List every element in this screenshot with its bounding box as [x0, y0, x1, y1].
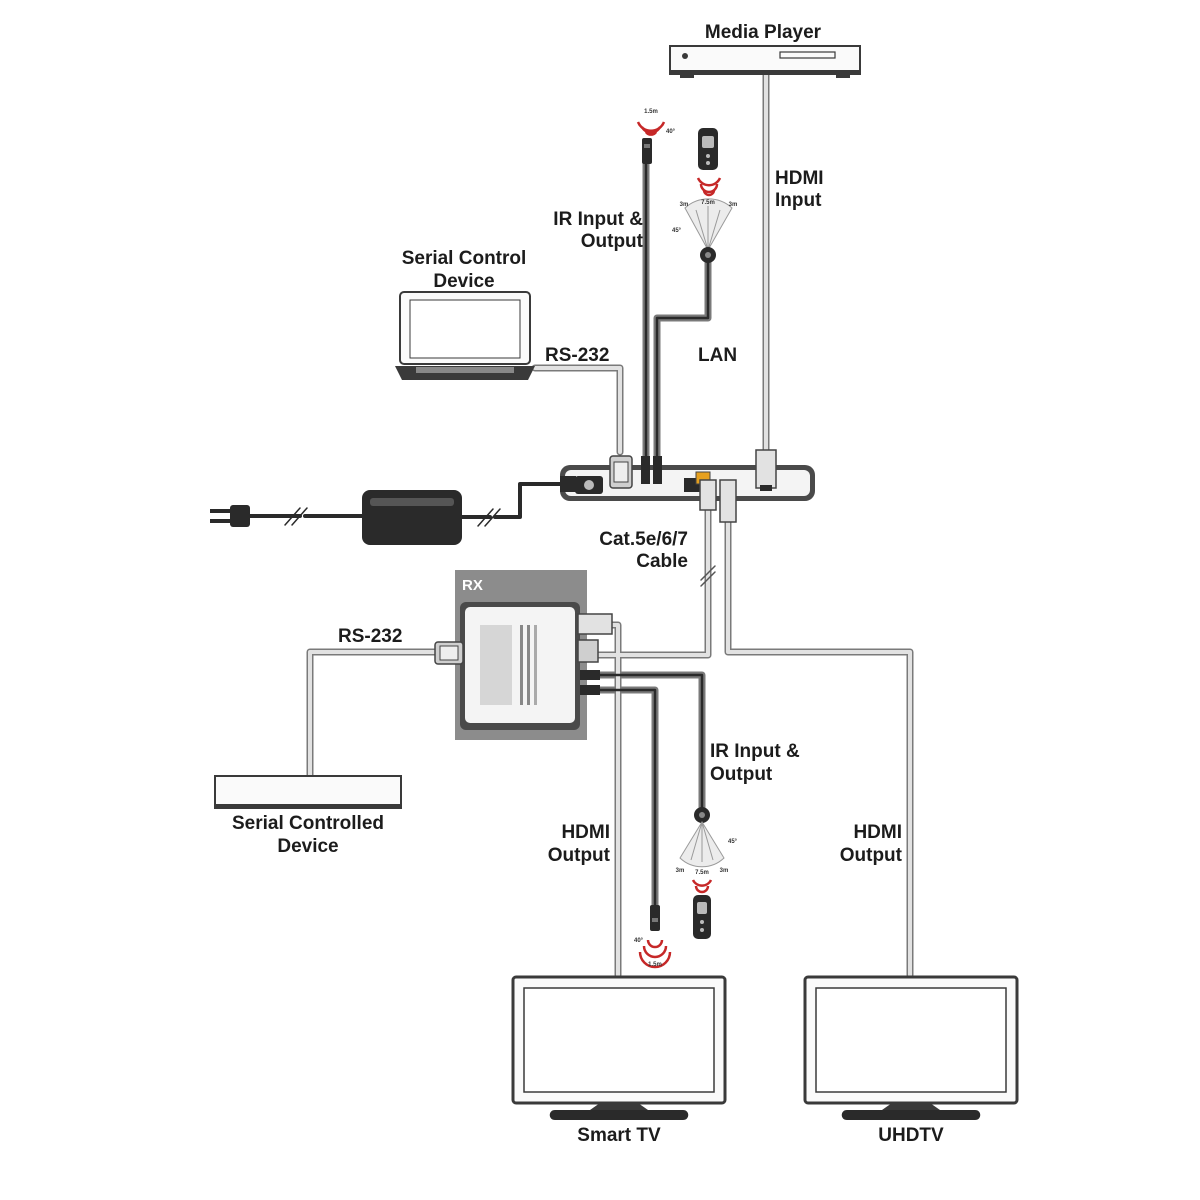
tx-rs232-port: [609, 455, 633, 489]
ir-receiver-tx-left-range: 3m: [680, 202, 689, 208]
media-player-label: Media Player: [705, 22, 822, 43]
rx-hdbaset-port: [577, 613, 613, 635]
smart-tv-label: Smart TV: [577, 1125, 661, 1146]
svg-text:HDMI: HDMI: [775, 168, 824, 189]
tv-icon: [803, 975, 1019, 1120]
svg-text:Output: Output: [840, 845, 903, 866]
remote-control-icon: [693, 895, 711, 939]
ir-receiver-rx: 45° 3m 7.5m 3m: [676, 807, 738, 939]
serial-control-device-label-line1: Serial Control: [402, 248, 527, 269]
rs232-rx-label: RS-232: [338, 626, 402, 647]
svg-text:Cable: Cable: [636, 551, 688, 572]
ir-emitter-cable-rx: [596, 686, 659, 909]
rx-ir-ports: [580, 670, 600, 695]
tx-unit: [560, 449, 815, 523]
smart-tv: Smart TV: [511, 975, 727, 1146]
ir-emitter-tx-angle: 40°: [666, 129, 676, 135]
rx-label: RX: [462, 577, 483, 594]
ir-receiver-tx-center-range: 7.5m: [701, 200, 715, 206]
ir-emitter-tx-distance: 1.5m: [644, 109, 658, 115]
serial-control-device-label-line2: Device: [433, 271, 494, 292]
hdmi-input-label: HDMI Input: [775, 168, 824, 211]
power-cable: [246, 482, 577, 519]
remote-control-icon: [698, 128, 718, 170]
tx-ir-ports: [641, 456, 662, 484]
ir-emitter-rx: 40° 1.5m: [634, 905, 672, 969]
hdmi-output-label-right: HDMI Output: [840, 822, 903, 866]
svg-text:IR Input &: IR Input &: [553, 209, 643, 230]
serial-controlled-device-label-line2: Device: [277, 836, 338, 857]
ir-emitter-rx-distance: 1.5m: [648, 962, 662, 968]
ir-receiver-tx: 3m 7.5m 3m 45°: [672, 128, 737, 263]
svg-text:IR Input &: IR Input &: [710, 741, 800, 762]
ir-receiver-rx-center-range: 7.5m: [695, 870, 709, 876]
ir-rx-label: IR Input & Output: [710, 741, 800, 785]
rx-unit: RX: [434, 570, 613, 740]
power-adapter: [210, 476, 576, 545]
ir-emitter-rx-angle: 40°: [634, 938, 644, 944]
ir-emitter-tx: 1.5m 40°: [636, 109, 676, 164]
lan-label: LAN: [698, 345, 737, 366]
svg-text:Output: Output: [581, 231, 644, 252]
rs232-rx-cable: [306, 648, 441, 779]
rx-rs232-port: [434, 641, 464, 665]
serial-controlled-device: Serial Controlled Device: [214, 775, 402, 857]
ir-tx-label: IR Input & Output: [553, 209, 643, 252]
rx-hdmi-out-port: [577, 639, 599, 663]
ir-receiver-rx-left-range: 3m: [676, 868, 685, 874]
rs232-tx-cable: [531, 364, 624, 456]
media-player: Media Player: [669, 22, 861, 78]
tx-power-port: [575, 476, 603, 494]
hdmi-output-label-left: HDMI Output: [548, 822, 611, 866]
svg-text:Output: Output: [548, 845, 611, 866]
svg-text:Cat.5e/6/7: Cat.5e/6/7: [599, 529, 688, 550]
svg-text:HDMI: HDMI: [561, 822, 610, 843]
uhdtv-label: UHDTV: [878, 1125, 944, 1146]
serial-controlled-device-label-line1: Serial Controlled: [232, 813, 384, 834]
rs232-tx-label: RS-232: [545, 345, 609, 366]
ir-receiver-rx-right-range: 3m: [720, 868, 729, 874]
tx-hdmi-in-port: [755, 449, 777, 491]
ir-receiver-tx-angle: 45°: [672, 228, 682, 234]
cables: [246, 68, 914, 979]
uhdtv: UHDTV: [803, 975, 1019, 1146]
rx-device-branding: [520, 625, 537, 705]
tv-icon: [511, 975, 727, 1120]
ir-receiver-rx-angle: 45°: [728, 839, 738, 845]
svg-text:Input: Input: [775, 190, 822, 211]
cat-cable-label: Cat.5e/6/7 Cable: [599, 529, 688, 572]
laptop-icon: [395, 291, 535, 380]
serial-control-device: Serial Control Device: [395, 248, 535, 380]
ir-receiver-tx-right-range: 3m: [729, 202, 738, 208]
tx-hdbaset-port: [699, 479, 717, 511]
tx-hdmi-out-port: [719, 479, 737, 523]
svg-text:HDMI: HDMI: [853, 822, 902, 843]
power-plug-icon: [210, 505, 250, 527]
svg-text:Output: Output: [710, 764, 773, 785]
